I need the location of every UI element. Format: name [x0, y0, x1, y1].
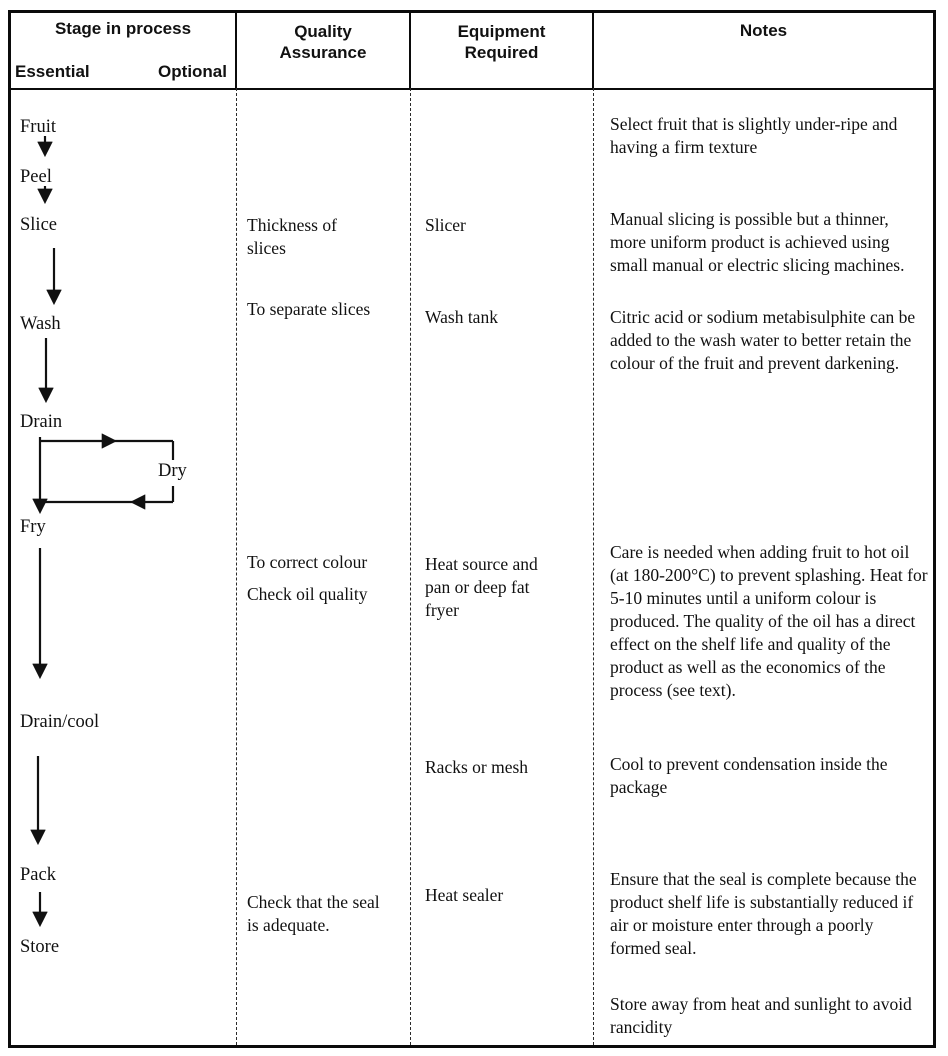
- flow-step-store: Store: [20, 937, 60, 957]
- qa-wash: To separate slices: [247, 299, 371, 319]
- process-table: Stage in process Essential Optional Qual…: [8, 10, 936, 1048]
- note-slice: Manual slicing is possible but a thinner…: [610, 209, 905, 275]
- notes-header-title: Notes: [739, 21, 788, 40]
- equipment-cool: Racks or mesh: [425, 757, 529, 777]
- flow-step-slice: Slice: [20, 215, 57, 235]
- qa-fry-line1: To correct colour: [247, 552, 368, 572]
- header-quality-assurance: Quality Assurance: [237, 13, 411, 88]
- flow-step-pack: Pack: [20, 865, 56, 885]
- column-divider-qa-equipment: [410, 88, 411, 1045]
- qa-pack: Check that the seal is adequate.: [247, 892, 380, 935]
- flow-step-dry: Dry: [158, 461, 187, 481]
- column-divider-stage-qa: [236, 88, 237, 1045]
- subheader-optional: Optional: [158, 62, 227, 81]
- stage-subheader: Essential Optional: [11, 62, 235, 88]
- flow-step-wash: Wash: [20, 314, 61, 334]
- flow-step-drain-cool: Drain/cool: [20, 712, 100, 732]
- equipment-pack: Heat sealer: [425, 885, 504, 905]
- equipment-slice: Slicer: [425, 215, 466, 235]
- note-pack: Ensure that the seal is complete because…: [610, 869, 917, 958]
- header-notes: Notes: [594, 13, 933, 88]
- process-flow-arrows: [30, 136, 175, 928]
- equipment-header-title: Equipment Required: [457, 22, 546, 62]
- qa-slice: Thickness of slices: [247, 215, 337, 258]
- flow-step-fry: Fry: [20, 517, 46, 537]
- subheader-essential: Essential: [15, 62, 90, 81]
- flow-step-fruit: Fruit: [20, 117, 56, 137]
- equipment-wash: Wash tank: [425, 307, 498, 327]
- column-divider-equipment-notes: [593, 88, 594, 1045]
- note-fruit: Select fruit that is slightly under-ripe…: [610, 114, 898, 157]
- qa-fry-line2: Check oil quality: [247, 584, 368, 604]
- note-store: Store away from heat and sunlight to avo…: [610, 994, 912, 1037]
- table-header-row: Stage in process Essential Optional Qual…: [11, 13, 933, 90]
- note-wash: Citric acid or sodium metabisulphite can…: [610, 307, 916, 373]
- flow-step-drain: Drain: [20, 412, 63, 432]
- header-stage-in-process: Stage in process Essential Optional: [11, 13, 237, 88]
- note-fry: Care is needed when adding fruit to hot …: [610, 542, 928, 700]
- flow-step-peel: Peel: [20, 167, 52, 187]
- note-cool: Cool to prevent condensation inside the …: [610, 754, 888, 797]
- equipment-fry: Heat source and pan or deep fat fryer: [425, 554, 538, 620]
- qa-header-title: Quality Assurance: [279, 22, 367, 62]
- stage-header-title: Stage in process: [54, 19, 192, 38]
- header-equipment-required: Equipment Required: [411, 13, 594, 88]
